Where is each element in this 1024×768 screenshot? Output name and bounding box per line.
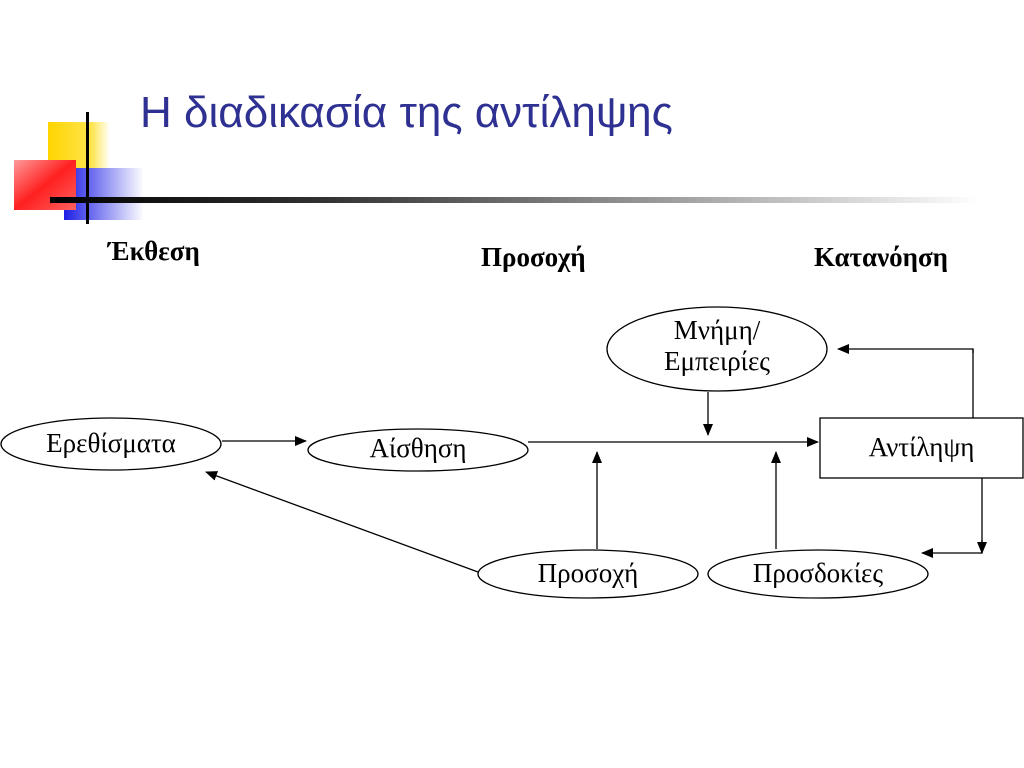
decorative-squares-logo [14,112,144,224]
arrow-perception-to-expectations [921,478,983,558]
arrow-attention-to-stimuli [205,471,479,573]
slide-title: Η διαδικασία της αντίληψης [140,88,673,137]
logo-vertical-line [86,112,89,224]
blue-square [64,168,144,220]
memory-node [606,306,828,392]
arrow-perception-to-memory [837,344,974,418]
expectations-node [707,549,929,599]
memory-label-line2: Εμπειρίες [664,346,770,377]
attention-node [477,549,699,599]
sensation-label: Αίσθηση [369,433,467,463]
perception-label: Αντίληψη [868,432,975,462]
perception-node [819,417,1024,479]
stage-label-attention: Προσοχή [481,242,586,272]
stimuli-node [0,417,222,471]
sensation-node [307,428,529,472]
stimuli-label: Ερεθίσματα [46,428,176,458]
stage-label-exposure: Έκθεση [108,236,200,266]
title-divider [50,197,980,203]
attention-label: Προσοχή [537,558,639,588]
expectations-label: Προσδοκίες [752,558,884,588]
stage-label-comprehension: Κατανόηση [814,242,948,272]
memory-label: Μνήμη/ Εμπειρίες [607,315,827,377]
memory-label-line1: Μνήμη/ [673,315,761,345]
